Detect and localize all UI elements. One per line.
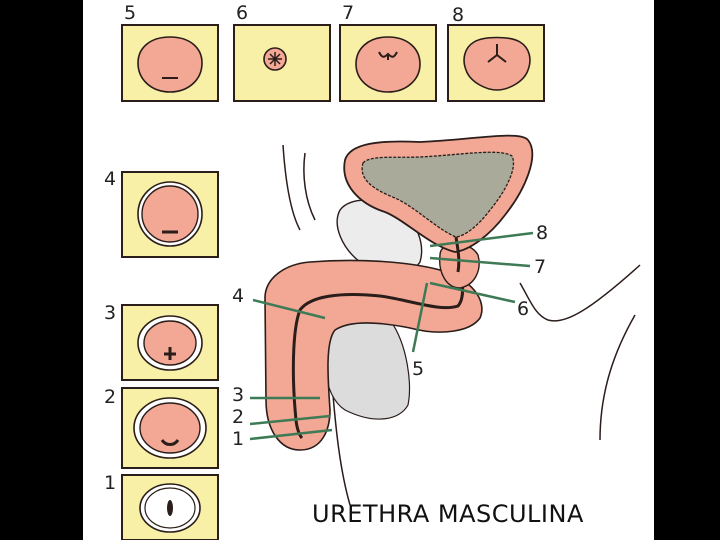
cross-section-5 xyxy=(122,25,218,101)
cross-section-7 xyxy=(340,25,436,101)
panel-number-6: 6 xyxy=(236,2,248,24)
diagram-title: URETHRA MASCULINA xyxy=(312,500,584,528)
diagram-label-2: 2 xyxy=(232,406,244,428)
panel-number-4: 4 xyxy=(104,168,116,190)
diagram-label-5: 5 xyxy=(412,358,424,380)
diagram-label-7: 7 xyxy=(534,256,546,278)
panel-number-7: 7 xyxy=(342,2,354,24)
cross-section-8 xyxy=(448,25,544,101)
diagram-label-6: 6 xyxy=(517,298,529,320)
diagram-label-8: 8 xyxy=(536,222,548,244)
cross-section-3 xyxy=(122,305,218,380)
cross-section-2 xyxy=(122,388,218,468)
diagram-label-1: 1 xyxy=(232,428,244,450)
cross-section-1 xyxy=(122,475,218,540)
panel-number-1: 1 xyxy=(104,472,116,494)
diagram-label-4: 4 xyxy=(232,285,244,307)
cross-section-6 xyxy=(234,25,330,101)
panel-number-2: 2 xyxy=(104,386,116,408)
panel-number-3: 3 xyxy=(104,302,116,324)
panel-number-8: 8 xyxy=(452,4,464,26)
panel-number-5: 5 xyxy=(124,2,136,24)
diagram-label-3: 3 xyxy=(232,384,244,406)
cross-section-4 xyxy=(122,172,218,257)
